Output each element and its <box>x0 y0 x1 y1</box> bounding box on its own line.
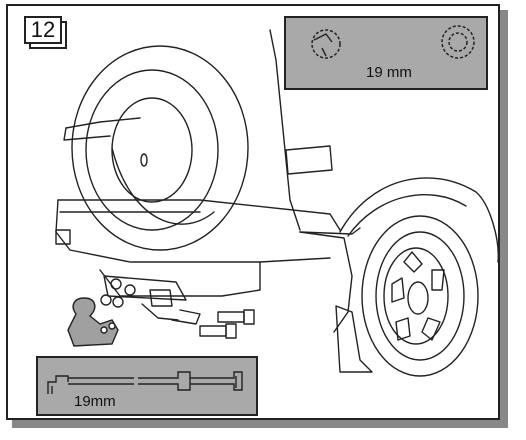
bolt-size-label: 19mm <box>74 393 116 410</box>
socket-size-panel: 19 mm <box>284 16 488 90</box>
step-number: 12 <box>24 16 62 44</box>
socket-wrench-icon <box>311 25 475 59</box>
bolt-icon <box>47 371 243 394</box>
tow-ball <box>67 297 119 347</box>
socket-size-label: 19 mm <box>366 64 412 81</box>
bolt-size-panel: 19mm <box>36 356 258 416</box>
